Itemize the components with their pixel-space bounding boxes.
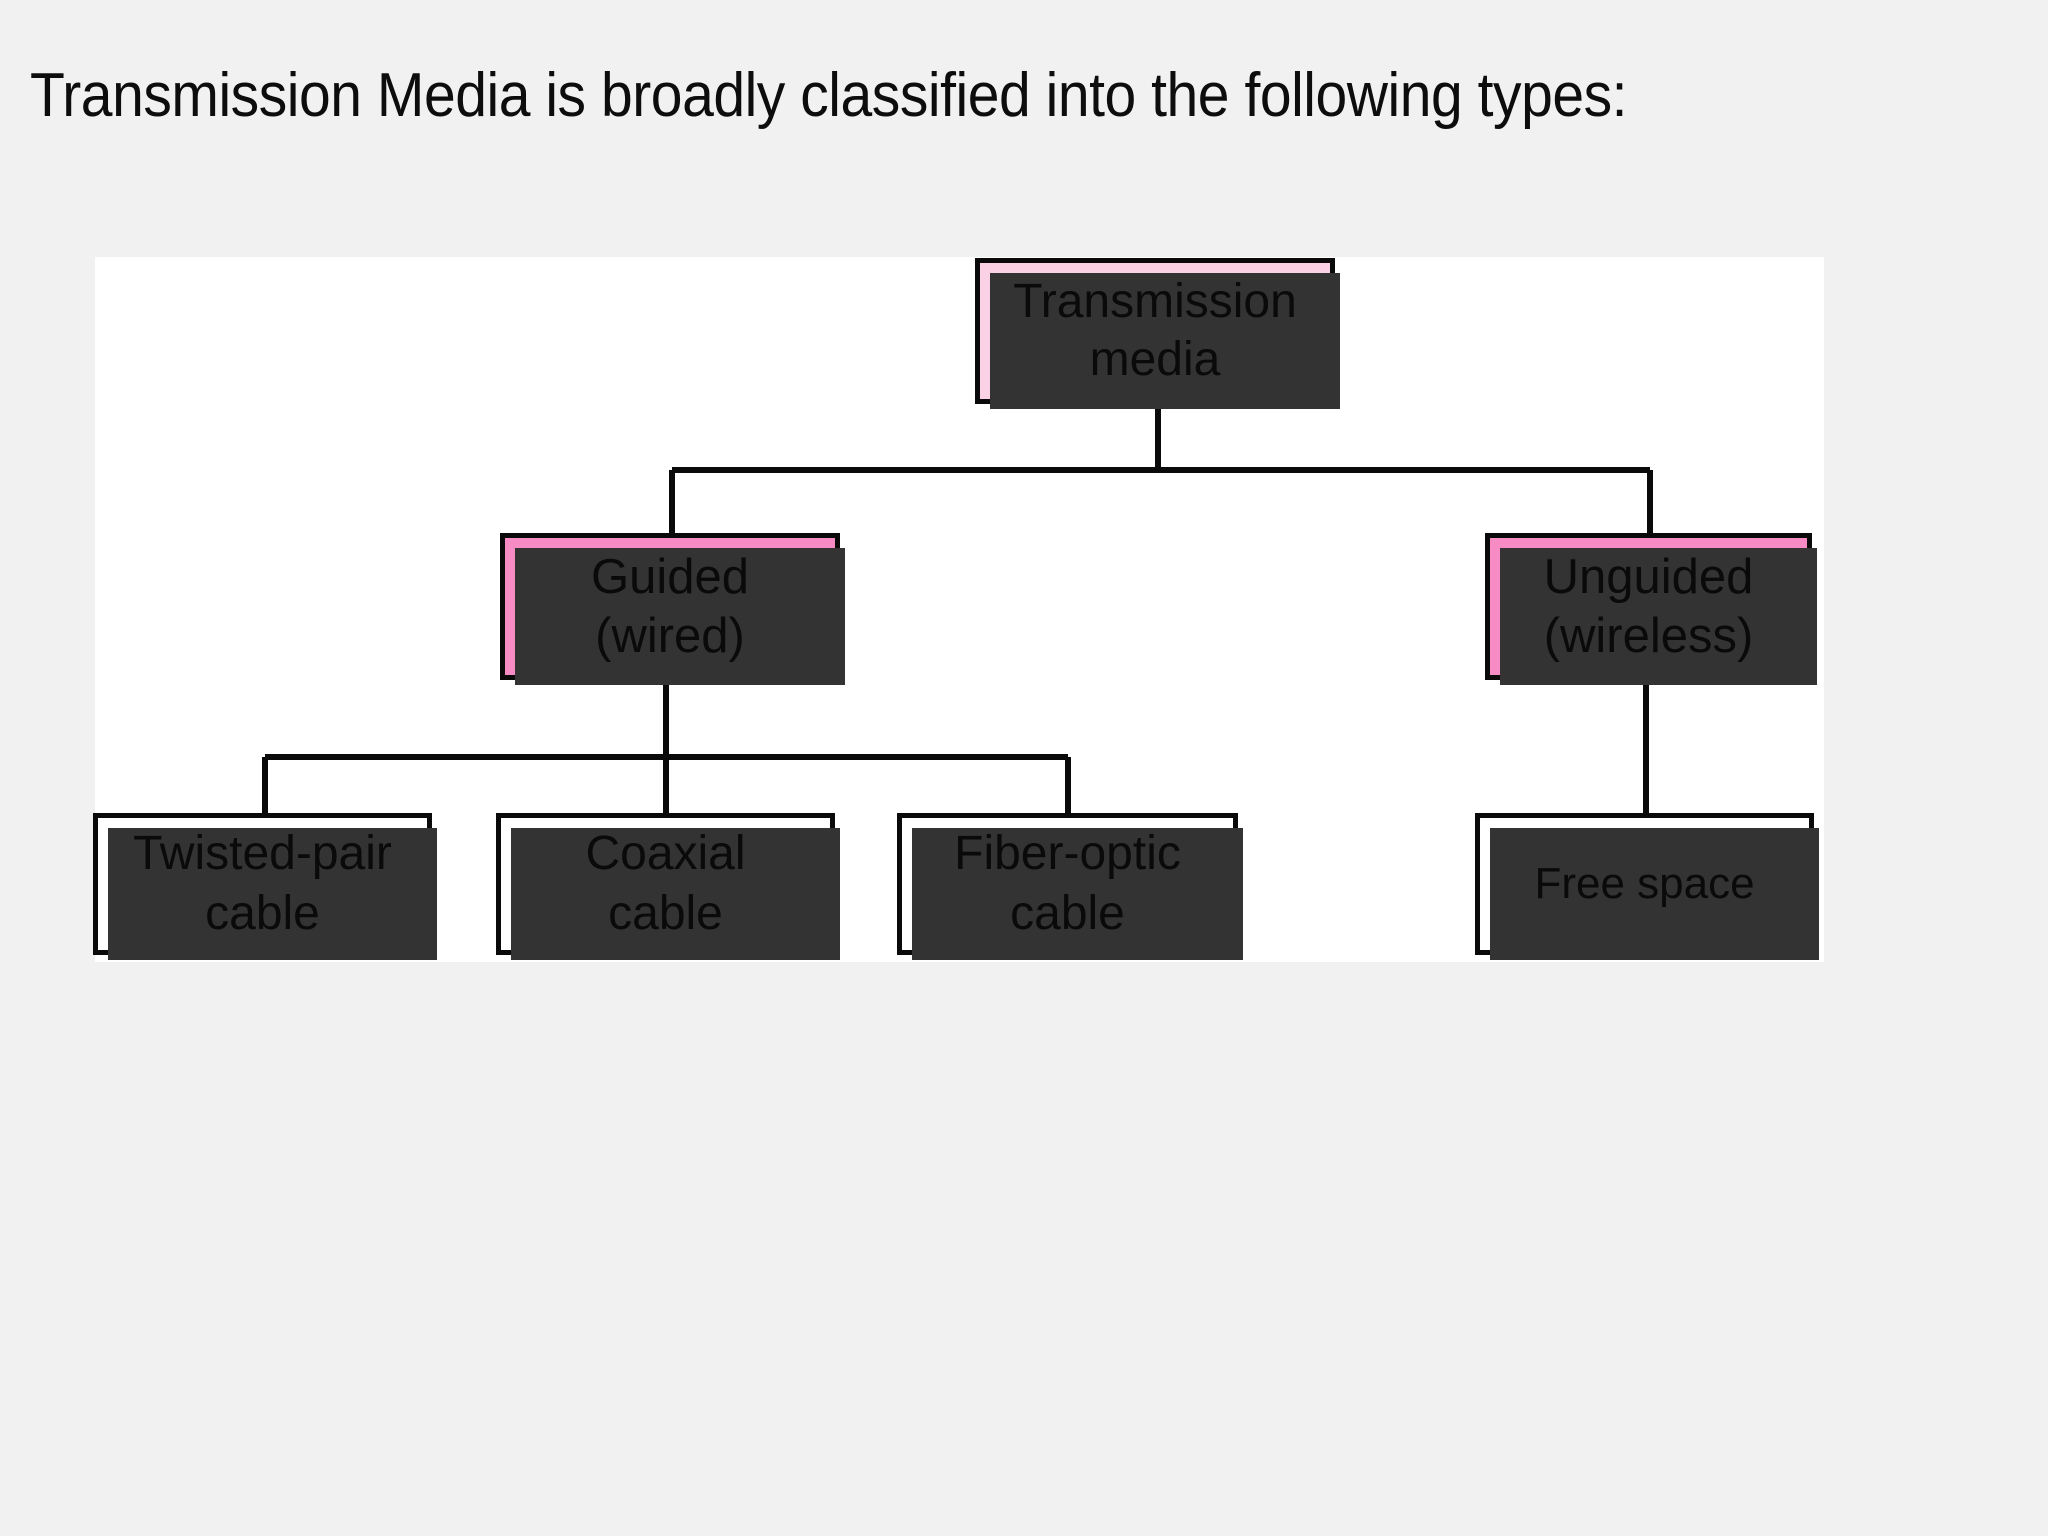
node-label-line2: cable: [1010, 887, 1125, 940]
node-transmission-media[interactable]: Transmission media: [975, 258, 1340, 409]
node-fiber-optic-cable[interactable]: Fiber-optic cable: [897, 813, 1243, 960]
node-label-line2: (wireless): [1543, 608, 1754, 663]
node-label-line1: Transmission: [1013, 275, 1297, 328]
node-unguided[interactable]: Unguided (wireless): [1485, 533, 1817, 685]
node-guided[interactable]: Guided (wired): [500, 533, 845, 685]
node-label-line2: media: [1089, 333, 1221, 386]
node-label-line2: cable: [205, 887, 320, 940]
node-label-line1: Unguided: [1543, 549, 1754, 604]
node-label-line1: Guided: [590, 549, 749, 604]
page-title: Transmission Media is broadly classified…: [30, 61, 1628, 130]
node-label-line2: cable: [608, 887, 723, 940]
node-label-line1: Free space: [1534, 859, 1755, 908]
node-twisted-pair-cable[interactable]: Twisted-pair cable: [93, 813, 437, 960]
node-coaxial-cable[interactable]: Coaxial cable: [496, 813, 840, 960]
node-label-line1: Twisted-pair: [133, 827, 392, 880]
node-free-space[interactable]: Free space: [1475, 813, 1819, 960]
node-label-line2: (wired): [595, 608, 745, 663]
node-label-line1: Coaxial: [585, 827, 746, 880]
node-label-line1: Fiber-optic: [954, 827, 1181, 880]
